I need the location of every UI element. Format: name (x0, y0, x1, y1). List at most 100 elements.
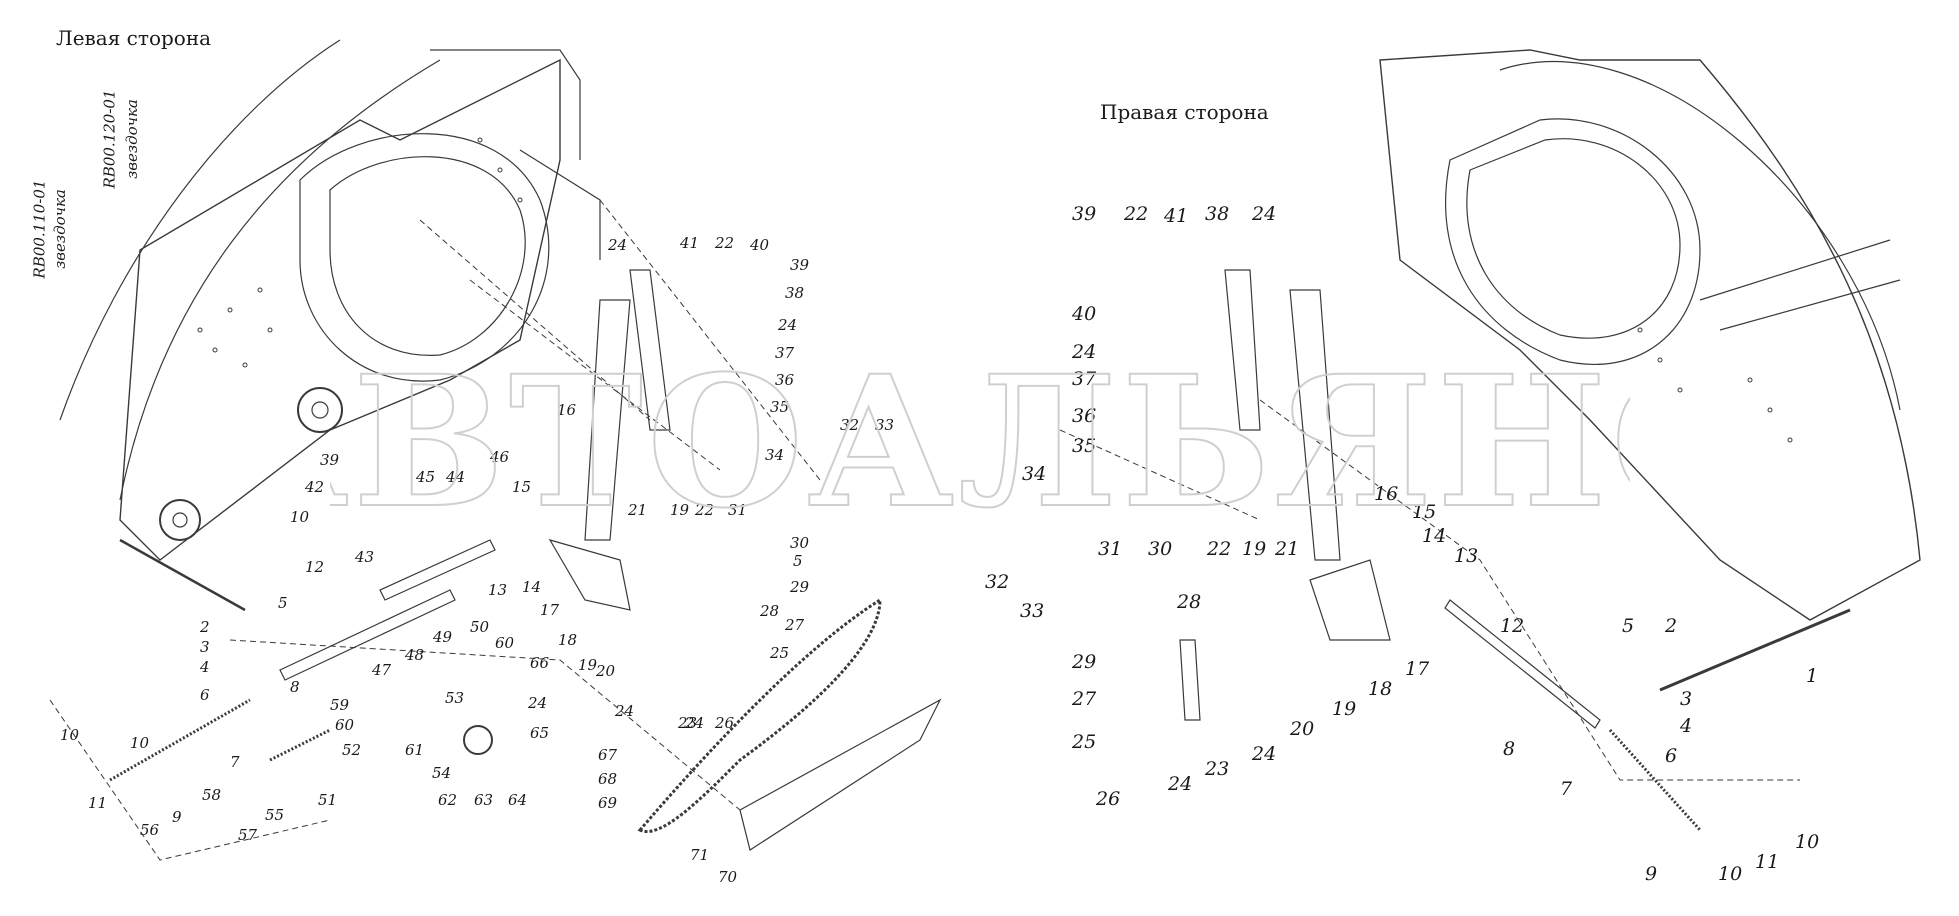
callout: 44 (445, 468, 465, 486)
callout: 55 (265, 806, 284, 824)
callout: 71 (690, 846, 709, 864)
callout: 38 (1205, 203, 1229, 225)
callout: 69 (598, 794, 618, 812)
callout: 24 (1167, 773, 1192, 795)
callout: 2 (199, 618, 210, 636)
callout: 19 (1332, 698, 1356, 720)
callout: 47 (371, 661, 392, 679)
callout: 16 (1374, 483, 1398, 505)
callout: 9 (1645, 863, 1657, 885)
callout: 5 (278, 594, 288, 612)
callout: 8 (1503, 738, 1515, 760)
callout: 10 (60, 726, 80, 744)
callout: 27 (1071, 688, 1097, 710)
callout: 40 (1071, 303, 1096, 325)
callout: 5 (1622, 615, 1634, 637)
callout: 39 (790, 256, 810, 274)
callout: 6 (1665, 745, 1677, 767)
callout: 3 (200, 638, 210, 656)
left-frame (49, 39, 942, 861)
callout: 1 (1806, 665, 1818, 687)
callout: 19 (670, 501, 690, 519)
callout: 30 (790, 534, 810, 552)
callout: 24 (1251, 203, 1276, 225)
callout: 27 (784, 616, 805, 634)
callout: 59 (330, 696, 350, 714)
callout: 15 (512, 478, 531, 496)
right-frame (1059, 49, 1921, 832)
callout: 2 (1664, 615, 1677, 637)
callout: 22 (1123, 203, 1148, 225)
callout: 31 (1098, 538, 1122, 560)
callout: 37 (1072, 368, 1097, 390)
callout: 20 (1289, 718, 1314, 740)
callout: 70 (718, 868, 738, 886)
callout: 12 (305, 558, 324, 576)
callout: 57 (238, 826, 258, 844)
callout: 15 (1412, 501, 1436, 523)
callout: 3 (1680, 688, 1692, 710)
callout: 31 (728, 501, 747, 519)
callout: 12 (1500, 615, 1524, 637)
callout: 10 (290, 508, 310, 526)
callout: 24 (684, 714, 704, 732)
callout: 51 (318, 791, 337, 809)
callout: 68 (598, 770, 617, 788)
callout: 26 (1095, 788, 1120, 810)
callout: 14 (522, 578, 541, 596)
callout: 34 (1022, 463, 1046, 485)
callout: 33 (875, 416, 894, 434)
callout: 7 (230, 753, 240, 771)
callout: 60 (335, 716, 355, 734)
callout: 26 (714, 714, 735, 732)
callout: 19 (578, 656, 598, 674)
callout: 53 (445, 689, 464, 707)
right-side-title: Правая сторона (1100, 100, 1269, 124)
callout: 24 (527, 694, 547, 712)
callout: 63 (474, 791, 493, 809)
callout: 62 (438, 791, 457, 809)
callout: 25 (1071, 731, 1096, 753)
callout: 4 (199, 658, 210, 676)
callout: 64 (508, 791, 527, 809)
callout: 9 (172, 808, 182, 826)
callout: 17 (1405, 658, 1430, 680)
left-side-title: Левая сторона (56, 26, 212, 50)
callout: 35 (770, 398, 789, 416)
callout: 13 (1454, 545, 1478, 567)
callout: 48 (404, 646, 424, 664)
callout: 49 (432, 628, 453, 646)
callout: 24 (1071, 341, 1096, 363)
callout: 37 (775, 344, 795, 362)
callout: 25 (769, 644, 789, 662)
callout: 11 (88, 794, 107, 812)
callout: 30 (1148, 538, 1172, 560)
callout: 11 (1755, 851, 1779, 873)
callout: 19 (1242, 538, 1266, 560)
callout: 39 (1072, 203, 1096, 225)
callout: 66 (530, 654, 550, 672)
callout: 65 (530, 724, 549, 742)
callout: 4 (1679, 715, 1692, 737)
callout: 21 (1274, 538, 1299, 560)
callout: 16 (557, 401, 577, 419)
callout: 29 (789, 578, 810, 596)
callout: 28 (1176, 591, 1201, 613)
callout: 8 (290, 678, 300, 696)
callout: 23 (1204, 758, 1229, 780)
callout: 10 (1718, 863, 1742, 885)
callout: 13 (488, 581, 507, 599)
callout: 39 (320, 451, 340, 469)
callout: 6 (200, 686, 210, 704)
callout: 24 (777, 316, 797, 334)
callout: 40 (749, 236, 770, 254)
callout: 10 (1795, 831, 1819, 853)
callout: 18 (558, 631, 577, 649)
callout: 32 (840, 416, 859, 434)
callout: 38 (785, 284, 804, 302)
callout: 58 (202, 786, 221, 804)
callout: 23 (677, 714, 697, 732)
callout: 14 (1422, 525, 1446, 547)
